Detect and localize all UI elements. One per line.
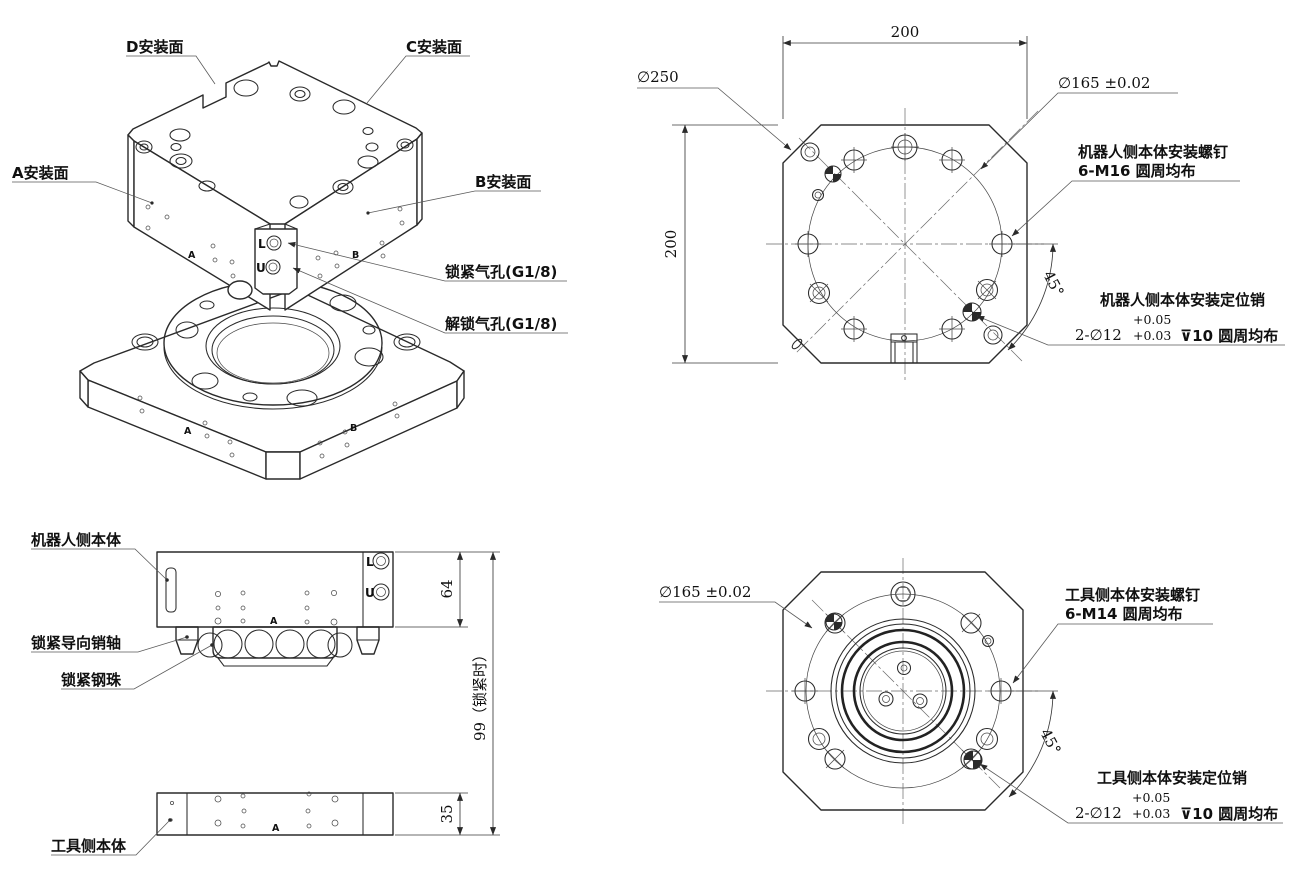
label-unlock-port: 解锁气孔(G1/8) bbox=[445, 315, 557, 333]
label-face-b: B安装面 bbox=[475, 173, 531, 191]
label-face-d: D安装面 bbox=[126, 38, 183, 56]
robot-pin-note-line1: 机器人侧本体安装定位销 bbox=[1100, 291, 1265, 309]
body-hole-dots bbox=[214, 590, 338, 626]
plate-hole-dots bbox=[169, 791, 339, 829]
label-steel-ball: 锁紧钢珠 bbox=[61, 671, 122, 689]
top-view-bottom-tab bbox=[890, 333, 918, 364]
robot-screw-note-line2: 6-M16 圆周均布 bbox=[1078, 162, 1196, 180]
exploded-upper-block: A B L U bbox=[127, 60, 423, 311]
top-view-datum-pins bbox=[824, 165, 982, 322]
side-port-l: L bbox=[366, 555, 374, 569]
air-ports: L U bbox=[256, 235, 282, 275]
dim-99-locked: 99（锁紧时） bbox=[471, 647, 489, 741]
flange-holes bbox=[131, 294, 421, 407]
block-face-dots bbox=[145, 204, 405, 279]
tool-screw-note-line1: 工具侧本体安装螺钉 bbox=[1065, 586, 1200, 604]
side-body-letter-a: A bbox=[270, 616, 278, 627]
side-view-robot-body: L U A bbox=[156, 551, 394, 667]
steel-balls bbox=[197, 629, 353, 659]
robot-pin-suffix: ⊽10 圆周均布 bbox=[1180, 327, 1278, 345]
side-view-labels: 机器人侧本体 锁紧导向销轴 锁紧钢珠 工具侧本体 bbox=[31, 531, 214, 856]
dim-64: 64 bbox=[438, 579, 456, 598]
top-view: 200 200 ∅250 ∅165 ±0.02 机器人侧本体安装螺钉 6-M16… bbox=[637, 23, 1285, 380]
angle-45-bottom: 45° bbox=[1036, 726, 1064, 758]
side-plate-letter-a: A bbox=[272, 823, 280, 834]
top-view-outline bbox=[782, 124, 1028, 364]
label-face-a: A安装面 bbox=[12, 164, 69, 182]
label-tool-body: 工具侧本体 bbox=[51, 837, 127, 855]
top-view-holes bbox=[791, 133, 1015, 350]
tool-pin-tol-lower: +0.03 bbox=[1132, 806, 1170, 821]
label-robot-body: 机器人侧本体 bbox=[31, 531, 122, 549]
top-view-dimensions: 200 200 ∅250 ∅165 ±0.02 机器人侧本体安装螺钉 6-M16… bbox=[637, 23, 1285, 364]
bottom-view-outline bbox=[782, 571, 1024, 811]
side-view: L U A A bbox=[31, 531, 500, 856]
bottom-view: ∅165 ±0.02 工具侧本体安装螺钉 6-M14 圆周均布 45° 工具侧本… bbox=[659, 558, 1283, 826]
robot-pin-tol-lower: +0.03 bbox=[1133, 328, 1171, 343]
side-port-u: U bbox=[365, 586, 375, 600]
label-face-c: C安装面 bbox=[406, 38, 462, 56]
bottom-view-dimensions: ∅165 ±0.02 工具侧本体安装螺钉 6-M14 圆周均布 45° 工具侧本… bbox=[659, 583, 1283, 824]
dim-height-200: 200 bbox=[662, 230, 680, 259]
block-face-letter-a: A bbox=[188, 250, 196, 261]
side-view-tool-plate: A bbox=[156, 791, 394, 836]
plate-face-letter-b: B bbox=[350, 423, 357, 434]
exploded-lower-plate: A B bbox=[79, 280, 465, 480]
top-face-holes bbox=[135, 79, 414, 209]
port-u-letter: U bbox=[256, 261, 266, 275]
dia-165-label: ∅165 ±0.02 bbox=[1058, 74, 1150, 92]
port-l-letter: L bbox=[258, 237, 266, 251]
robot-screw-note-line1: 机器人侧本体安装螺钉 bbox=[1078, 143, 1228, 161]
locking-rings bbox=[830, 618, 976, 764]
plate-face-letter-a: A bbox=[184, 426, 192, 437]
plate-face-dots bbox=[137, 395, 400, 459]
dia-250-label: ∅250 bbox=[637, 68, 679, 86]
label-guide-pin: 锁紧导向销轴 bbox=[31, 634, 121, 652]
tool-screw-note-line2: 6-M14 圆周均布 bbox=[1065, 605, 1183, 623]
robot-pin-tol-upper: +0.05 bbox=[1133, 312, 1171, 327]
block-face-letter-b: B bbox=[352, 250, 359, 261]
label-lock-port: 锁紧气孔(G1/8) bbox=[445, 263, 557, 281]
side-view-dimensions: 64 35 99（锁紧时） bbox=[395, 551, 500, 836]
tool-pin-suffix: ⊽10 圆周均布 bbox=[1180, 805, 1278, 823]
bottom-view-datum-pins bbox=[825, 613, 983, 770]
tool-pin-note-line1: 工具侧本体安装定位销 bbox=[1097, 769, 1247, 787]
tool-pin-prefix: 2-∅12 bbox=[1075, 804, 1122, 822]
tool-pin-tol-upper: +0.05 bbox=[1132, 790, 1170, 805]
robot-pin-prefix: 2-∅12 bbox=[1075, 326, 1122, 344]
dim-35: 35 bbox=[438, 804, 456, 823]
exploded-view: A B bbox=[12, 38, 568, 480]
dia-165-label-bottom: ∅165 ±0.02 bbox=[659, 583, 751, 601]
dim-width-200: 200 bbox=[891, 23, 920, 41]
exploded-labels: D安装面 C安装面 A安装面 B安装面 锁紧气孔(G1/8) 解锁气孔(G1/8… bbox=[12, 38, 568, 334]
